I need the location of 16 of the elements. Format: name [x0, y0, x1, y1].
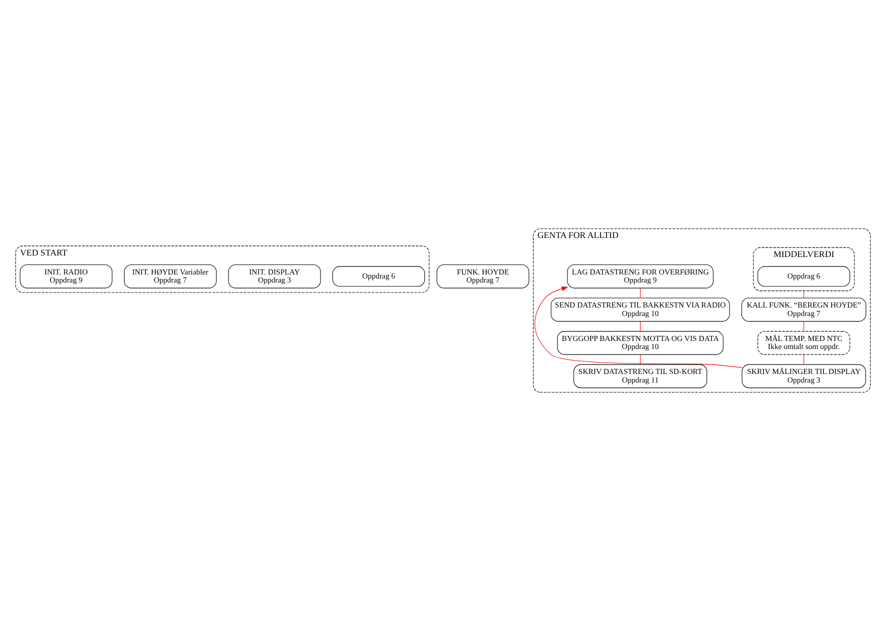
- node-box: INIT. HØYDE Variabler Oppdrag 7: [124, 264, 216, 288]
- node-box: SKRIV MÅLINGER TIL DISPLAY Oppdrag 3: [741, 364, 866, 388]
- node-box: Oppdrag 6: [332, 266, 424, 287]
- node-box: INIT. DISPLAY Oppdrag 3: [228, 264, 320, 288]
- node-box: MÅL TEMP. MED NTC Ikke omtalt som oppdr.: [757, 331, 850, 355]
- node-box: SKRIV DATASTRENG TIL SD-KORT Oppdrag 11: [573, 364, 707, 388]
- node-box: KALL FUNK. “BEREGN HOYDE” Oppdrag 7: [740, 298, 866, 322]
- arrow: [534, 286, 742, 368]
- node-box: LAG DATASTRENG FOR OVERFØRING Oppdrag 9: [566, 264, 713, 288]
- node-box: INIT. RADIO Oppdrag 9: [19, 264, 112, 288]
- connector: [803, 354, 804, 365]
- connector: [803, 321, 804, 332]
- node-box: SEND DATASTRENG TIL BAKKESTN VIA RADIO Oppdrag 10: [550, 298, 730, 322]
- node-box: FUNK. HOYDE Oppdrag 7: [436, 264, 529, 288]
- node-box: Oppdrag 6: [757, 266, 850, 287]
- node-box: BYGGOPP BAKKESTN MOTTA OG VIS DATA Oppdrag 10: [556, 331, 723, 355]
